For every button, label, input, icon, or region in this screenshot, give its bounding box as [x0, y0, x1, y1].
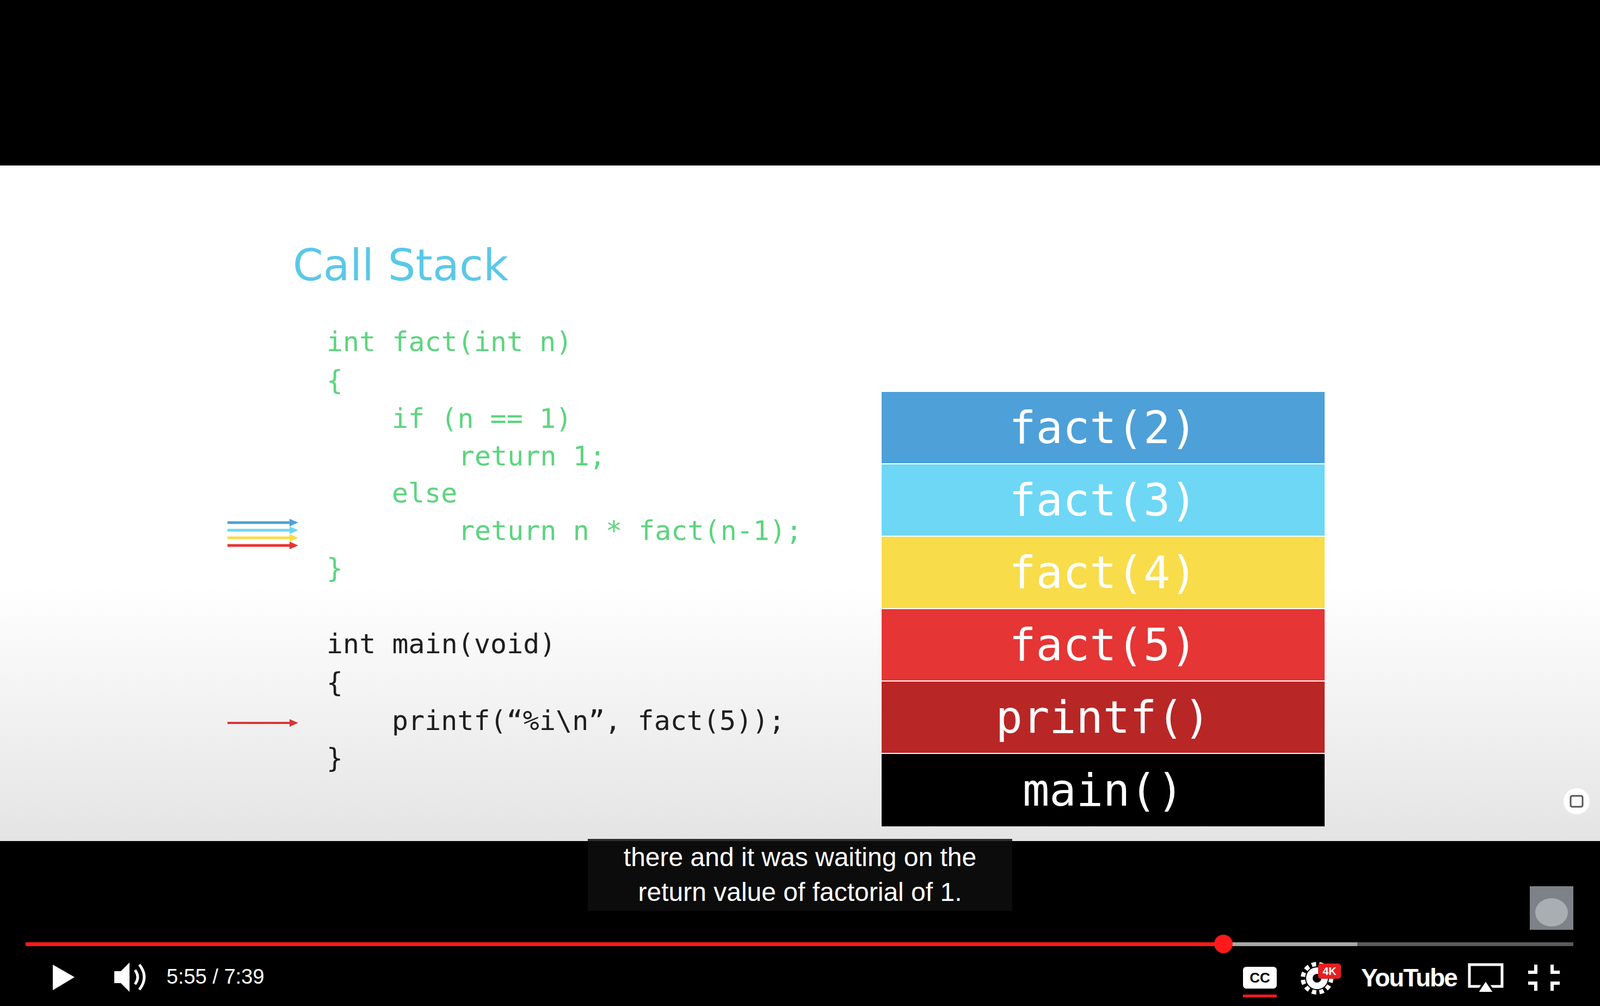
stack-frame: printf(): [881, 681, 1325, 754]
code-line: return n * fact(n-1);: [458, 511, 803, 550]
frame-label: fact(5): [1008, 618, 1198, 671]
time-display: 5:55 / 7:39: [166, 964, 265, 989]
volume-icon: [114, 962, 130, 992]
quality-badge-text: 4K: [1318, 964, 1341, 978]
code-line: int main(void): [326, 624, 556, 663]
code-line: {: [326, 361, 343, 400]
code-line: printf(“%i\n”, fact(5));: [391, 701, 785, 740]
exit-fullscreen-icon: [1528, 964, 1560, 991]
stack-frame: fact(4): [881, 536, 1325, 609]
frame-label: fact(3): [1008, 474, 1198, 526]
top-band: [0, 0, 1600, 166]
quality-badge: [1318, 963, 1341, 979]
avatar-thumbnail: [1535, 897, 1568, 927]
cc-underline: [1242, 994, 1277, 998]
stack-frame: main(): [881, 753, 1325, 827]
slide-ground: [0, 165, 1600, 841]
code-line: else: [391, 474, 458, 513]
code-line: return 1;: [458, 437, 606, 476]
progress-bar: [25, 942, 1224, 946]
code-line: }: [326, 549, 343, 588]
subtitle-caption: there and it was waiting on the return v…: [587, 838, 1013, 911]
play-icon: [52, 964, 75, 990]
code-line: }: [326, 739, 343, 778]
stack-frame: fact(2): [881, 391, 1325, 465]
code-line: {: [326, 663, 343, 702]
code-line: int fact(int n): [326, 322, 573, 361]
volume-icon: [139, 964, 145, 990]
airplay-icon: [1477, 979, 1495, 993]
frame-label: fact(2): [1008, 401, 1198, 454]
stack-frame: fact(3): [881, 464, 1325, 537]
cc-icon: [1242, 966, 1277, 989]
lens-icon: [1570, 795, 1583, 807]
pointer-arrows: [227, 518, 299, 727]
code-line: if (n == 1): [391, 399, 572, 438]
lens-icon: [1563, 788, 1590, 815]
buffer-bar: [1223, 942, 1358, 946]
youtube-logo: YouTube: [1361, 962, 1457, 993]
frame-label: main(): [1022, 764, 1184, 816]
progress-track: [25, 942, 1574, 946]
frame-label: fact(4): [1008, 546, 1198, 599]
volume-icon: [134, 969, 138, 984]
avatar-thumbnail: [1529, 885, 1574, 930]
frame-label: printf(): [995, 691, 1211, 743]
slide-title: Call Stack: [292, 239, 509, 292]
progress-knob: [1214, 934, 1233, 953]
cc-text: CC: [1242, 969, 1277, 986]
stack-frame: fact(5): [881, 608, 1325, 682]
